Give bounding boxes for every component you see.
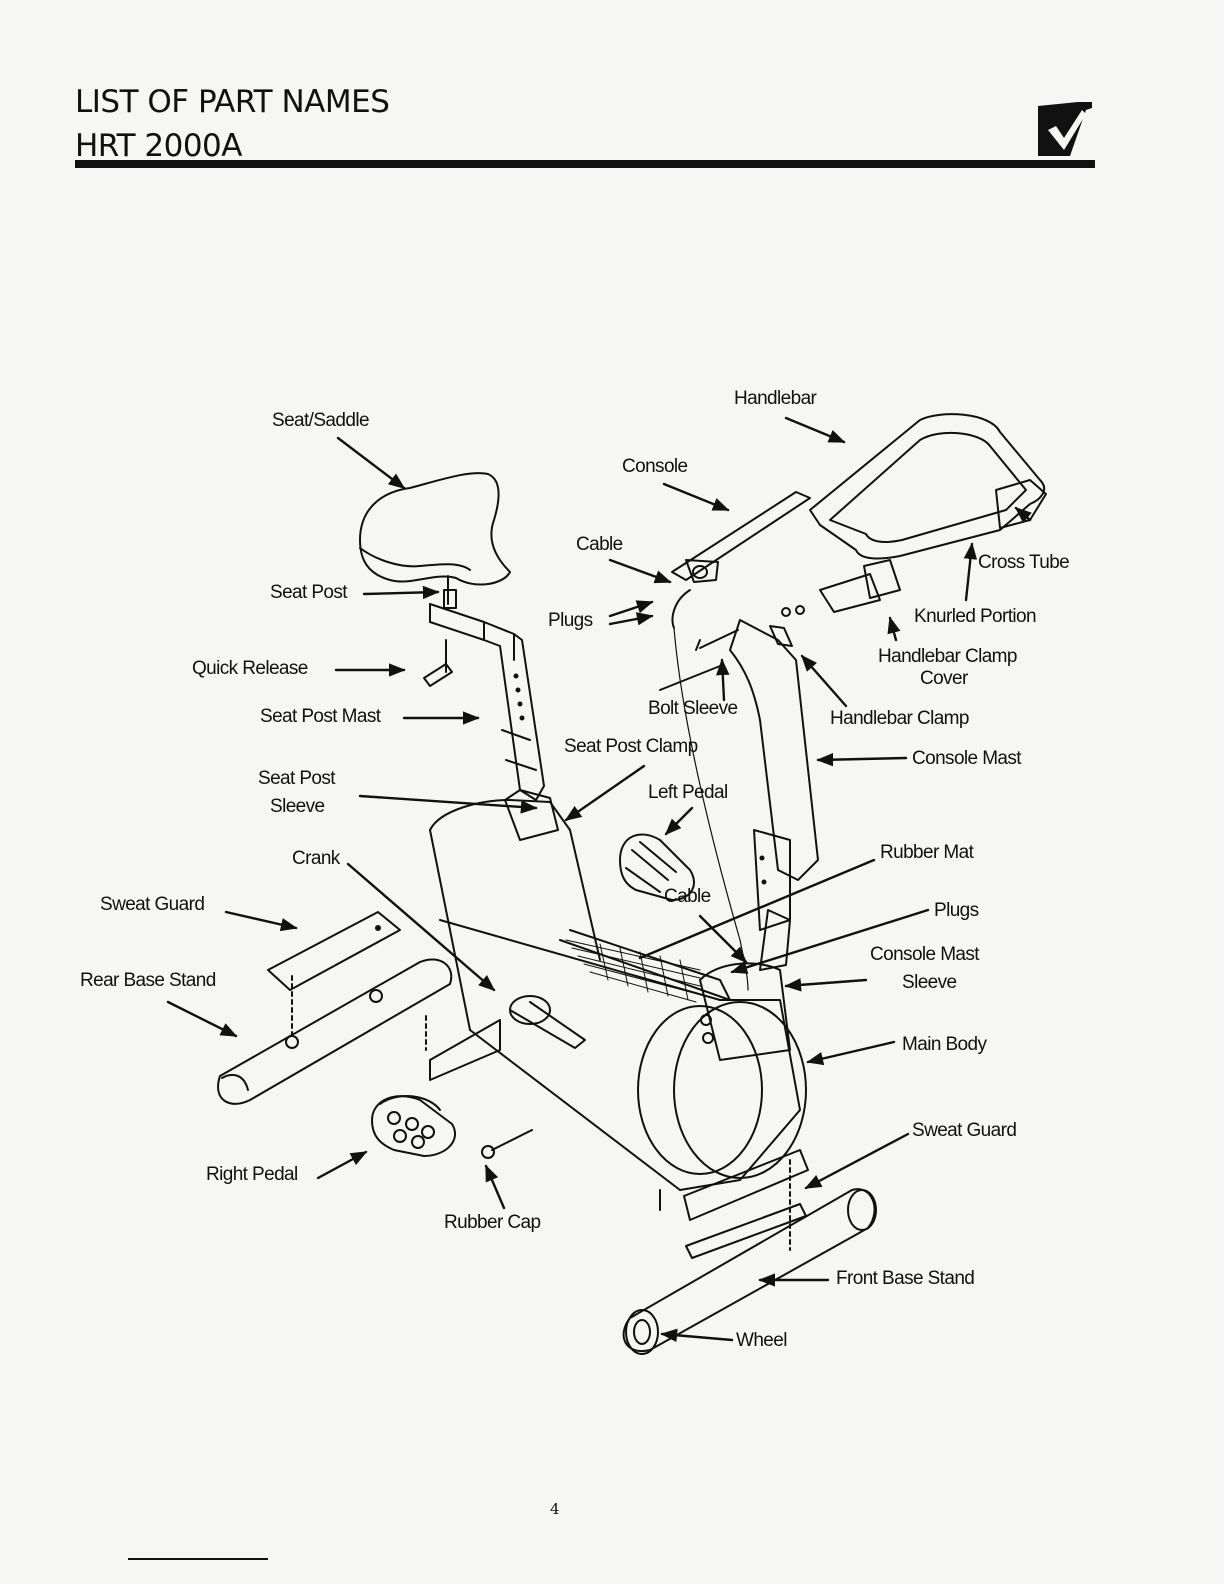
label-left-pedal: Left Pedal xyxy=(648,782,728,803)
checkmark-logo-icon xyxy=(1038,102,1092,156)
label-cross-tube: Cross Tube xyxy=(978,552,1070,573)
label-main-body: Main Body xyxy=(902,1034,987,1055)
label-right-pedal: Right Pedal xyxy=(206,1164,298,1185)
wheel xyxy=(625,1309,659,1355)
right-pedal xyxy=(371,1095,456,1157)
label-handlebar: Handlebar xyxy=(734,388,817,409)
footnote-rule xyxy=(128,1558,268,1560)
label-console: Console xyxy=(622,456,688,477)
left-pedal xyxy=(619,833,695,901)
label-seat-post-sleeve-2: Sleeve xyxy=(270,796,325,817)
label-console-mast: Console Mast xyxy=(912,748,1022,769)
label-sweat-guard-front: Sweat Guard xyxy=(912,1120,1017,1141)
title-line-1: LIST OF PART NAMES xyxy=(75,84,390,120)
cable xyxy=(673,627,749,991)
label-cable-top: Cable xyxy=(576,534,623,555)
label-rubber-mat: Rubber Mat xyxy=(880,842,974,863)
handlebar xyxy=(809,413,1047,613)
label-console-mast-sleeve-2: Sleeve xyxy=(902,972,957,993)
label-front-base-stand: Front Base Stand xyxy=(836,1268,975,1289)
label-crank: Crank xyxy=(292,848,340,869)
label-rubber-cap: Rubber Cap xyxy=(444,1212,541,1233)
console-mast xyxy=(729,619,819,971)
label-bolt-sleeve: Bolt Sleeve xyxy=(648,698,738,719)
label-seat-post-clamp: Seat Post Clamp xyxy=(564,736,698,757)
label-seat-post-sleeve-1: Seat Post xyxy=(258,768,336,789)
seat-saddle xyxy=(359,472,511,586)
label-seat-saddle: Seat/Saddle xyxy=(272,410,370,431)
label-sweat-guard-rear: Sweat Guard xyxy=(100,894,205,915)
label-plugs-mid: Plugs xyxy=(934,900,979,921)
label-knurled-portion: Knurled Portion xyxy=(914,606,1037,627)
rear-base-stand xyxy=(217,958,501,1105)
label-handlebar-clamp-cover-1: Handlebar Clamp xyxy=(878,646,1017,667)
label-plugs-top: Plugs xyxy=(548,610,593,631)
seat-post xyxy=(423,575,545,801)
rear-sweat-guard xyxy=(267,911,401,991)
label-console-mast-sleeve-1: Console Mast xyxy=(870,944,980,965)
label-handlebar-clamp-cover-2: Cover xyxy=(920,668,968,689)
label-seat-post: Seat Post xyxy=(270,582,348,603)
main-body xyxy=(429,789,807,1191)
front-base-stand xyxy=(622,1188,877,1353)
rubber-mat xyxy=(565,939,701,1003)
page-title: LIST OF PART NAMES HRT 2000A xyxy=(75,80,390,168)
label-wheel: Wheel xyxy=(736,1330,787,1351)
label-cable-mid: Cable xyxy=(664,886,711,907)
label-rear-base-stand: Rear Base Stand xyxy=(80,970,216,991)
label-quick-release: Quick Release xyxy=(192,658,308,679)
leader-arrows xyxy=(166,416,1032,1342)
title-line-2: HRT 2000A xyxy=(75,128,242,164)
header-rule xyxy=(75,160,1095,168)
page-number: 4 xyxy=(550,1500,560,1518)
console xyxy=(671,491,811,629)
label-handlebar-clamp: Handlebar Clamp xyxy=(830,708,969,729)
hardware xyxy=(291,605,805,1251)
label-seat-post-mast: Seat Post Mast xyxy=(260,706,381,727)
